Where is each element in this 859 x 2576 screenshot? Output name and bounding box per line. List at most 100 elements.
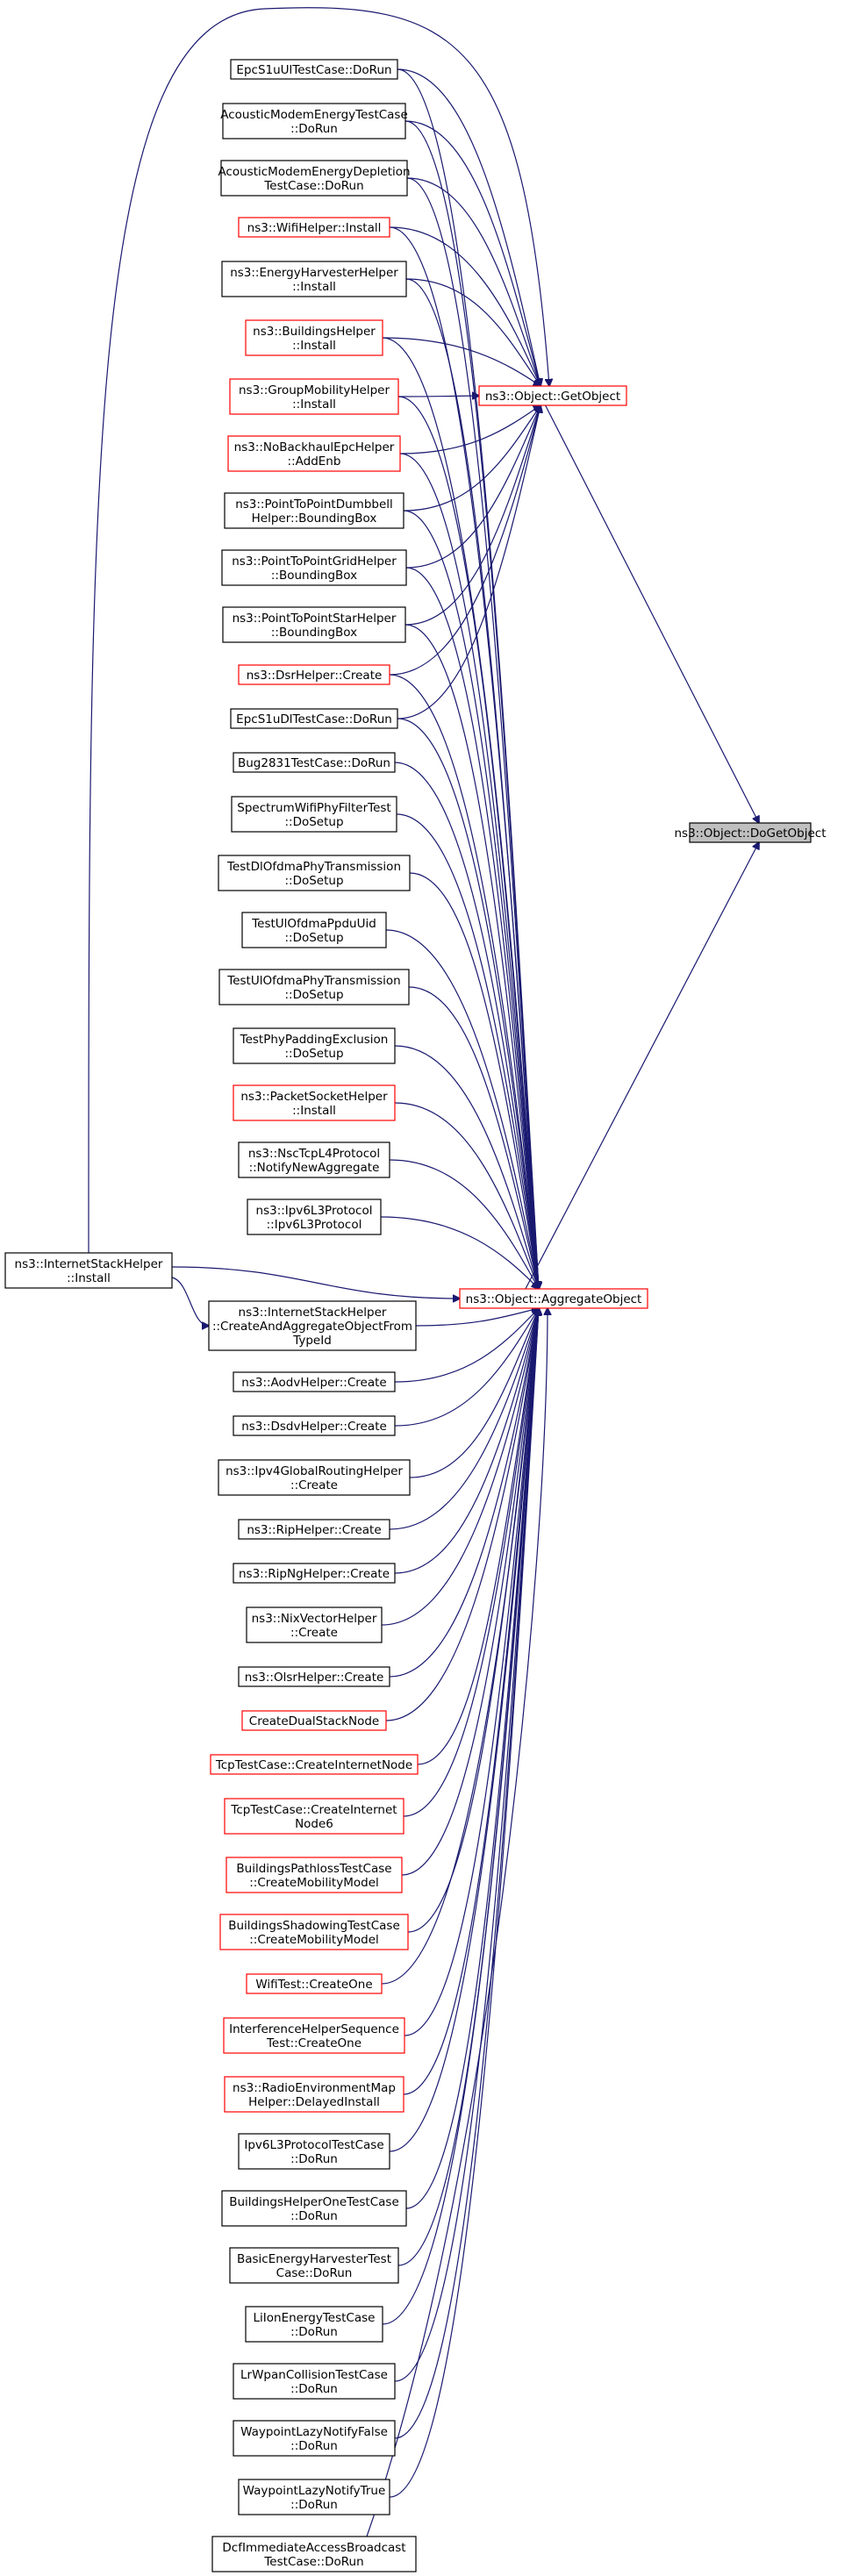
node-buildings-shadowing[interactable]: BuildingsShadowingTestCase::CreateMobili… — [219, 1914, 409, 1950]
node-acoustic-modem-energy-depletion[interactable]: AcousticModemEnergyDepletionTestCase::Do… — [218, 160, 411, 197]
node-interference-helper[interactable]: InterferenceHelperSequenceTest::CreateOn… — [223, 2017, 405, 2054]
edge-create-dual-stack-node-to-aggregate-object — [385, 1308, 539, 1721]
node-wifi-test-create-one[interactable]: WifiTest::CreateOne — [246, 1973, 383, 1994]
node-box — [233, 1371, 396, 1392]
node-box — [4, 1252, 173, 1289]
node-point-to-point-star[interactable]: ns3::PointToPointStarHelper::BoundingBox — [222, 606, 406, 643]
node-label: ns3::DsrHelper::Create — [247, 669, 383, 683]
edge-group-mobility-helper-to-aggregate-object — [397, 396, 539, 1289]
node-do-get-object[interactable]: ns3::Object::DoGetObject — [674, 822, 827, 843]
node-label: ns3::RipHelper::Create — [247, 1523, 381, 1537]
node-dcf-immediate-access[interactable]: DcfImmediateAccessBroadcastTestCase::DoR… — [211, 2536, 417, 2572]
edge-ipv4-global-routing-to-aggregate-object — [409, 1308, 539, 1478]
edge-epc-s1u-ul-do-run-to-aggregate-object — [397, 68, 539, 1289]
node-box — [233, 1084, 396, 1121]
edge-radio-environment-map-to-aggregate-object — [403, 1308, 539, 2095]
node-box — [238, 664, 390, 685]
node-epc-s1u-ul-do-run[interactable]: EpcS1uUlTestCase::DoRun — [230, 59, 398, 80]
node-label: ::DoRun — [290, 2382, 338, 2396]
node-tcp-create-internet-node[interactable]: TcpTestCase::CreateInternetNode — [210, 1754, 419, 1775]
node-aodv-helper[interactable]: ns3::AodvHelper::Create — [233, 1371, 396, 1392]
node-label: TestDlOfdmaPhyTransmission — [226, 860, 401, 874]
node-wifi-helper-install[interactable]: ns3::WifiHelper::Install — [238, 217, 390, 238]
edge-dcf-immediate-access-to-aggregate-object — [366, 1308, 548, 2537]
node-label: ::DoRun — [290, 2325, 338, 2339]
node-test-dl-ofdma[interactable]: TestDlOfdmaPhyTransmission::DoSetup — [218, 855, 411, 891]
node-test-ul-ofdma-phy[interactable]: TestUlOfdmaPhyTransmission::DoSetup — [218, 969, 410, 1005]
edge-point-to-point-grid-to-aggregate-object — [405, 567, 539, 1289]
node-buildings-helper-one[interactable]: BuildingsHelperOneTestCase::DoRun — [221, 2190, 407, 2227]
node-waypoint-lazy-false[interactable]: WaypointLazyNotifyFalse::DoRun — [233, 2420, 396, 2457]
node-waypoint-lazy-true[interactable]: WaypointLazyNotifyTrue::DoRun — [238, 2479, 390, 2515]
node-acoustic-modem-energy[interactable]: AcousticModemEnergyTestCase::DoRun — [220, 103, 408, 140]
edge-energy-harvester-helper-to-get-object — [405, 278, 540, 386]
node-label: ns3::GroupMobilityHelper — [239, 383, 390, 397]
node-label: TestPhyPaddingExclusion — [240, 1033, 389, 1047]
node-label: ns3::Object::DoGetObject — [674, 826, 826, 841]
edge-dsdv-helper-to-aggregate-object — [394, 1308, 539, 1427]
node-label: Case::DoRun — [276, 2266, 353, 2280]
node-buildings-pathloss[interactable]: BuildingsPathlossTestCase::CreateMobilit… — [225, 1857, 403, 1893]
node-buildings-helper[interactable]: ns3::BuildingsHelper::Install — [245, 319, 383, 356]
node-aggregate-object[interactable]: ns3::Object::AggregateObject — [459, 1288, 648, 1309]
node-group-mobility-helper[interactable]: ns3::GroupMobilityHelper::Install — [229, 378, 399, 415]
node-box — [233, 752, 396, 773]
node-label: ::CreateMobilityModel — [249, 1933, 379, 1947]
node-box — [225, 1857, 403, 1893]
node-energy-harvester-helper[interactable]: ns3::EnergyHarvesterHelper::Install — [221, 261, 407, 297]
node-box — [224, 492, 404, 529]
node-nix-vector-helper[interactable]: ns3::NixVectorHelper::Create — [246, 1606, 383, 1643]
node-ipv6-l3-protocol-test[interactable]: Ipv6L3ProtocolTestCase::DoRun — [238, 2133, 390, 2170]
node-packet-socket-helper[interactable]: ns3::PacketSocketHelper::Install — [233, 1084, 396, 1121]
edge-buildings-helper-one-to-aggregate-object — [405, 1308, 539, 2209]
node-label: ::Ipv6L3Protocol — [267, 1218, 362, 1232]
node-create-dual-stack-node[interactable]: CreateDualStackNode — [241, 1710, 387, 1731]
node-bug2831[interactable]: Bug2831TestCase::DoRun — [233, 752, 396, 773]
node-epc-s1u-dl-do-run[interactable]: EpcS1uDlTestCase::DoRun — [230, 708, 398, 729]
node-dsdv-helper[interactable]: ns3::DsdvHelper::Create — [233, 1415, 396, 1436]
node-label: ::DoSetup — [284, 815, 343, 829]
node-spectrum-wifi-phy-filter[interactable]: SpectrumWifiPhyFilterTest::DoSetup — [231, 796, 397, 833]
node-box — [689, 822, 812, 843]
node-rip-ng-helper[interactable]: ns3::RipNgHelper::Create — [233, 1563, 396, 1584]
node-box — [459, 1288, 648, 1309]
node-create-and-aggregate[interactable]: ns3::InternetStackHelper::CreateAndAggre… — [208, 1300, 417, 1351]
node-li-ion-energy[interactable]: LiIonEnergyTestCase::DoRun — [245, 2306, 383, 2343]
node-label: ns3::Object::AggregateObject — [466, 1292, 642, 1306]
node-radio-environment-map[interactable]: ns3::RadioEnvironmentMapHelper::DelayedI… — [224, 2076, 404, 2113]
node-dsr-helper-create[interactable]: ns3::DsrHelper::Create — [238, 664, 390, 685]
node-ipv6-l3-protocol-ctor[interactable]: ns3::Ipv6L3Protocol::Ipv6L3Protocol — [247, 1199, 382, 1235]
node-box — [238, 217, 390, 238]
node-ipv4-global-routing[interactable]: ns3::Ipv4GlobalRoutingHelper::Create — [218, 1459, 411, 1496]
node-point-to-point-grid[interactable]: ns3::PointToPointGridHelper::BoundingBox — [221, 549, 407, 586]
node-label: ns3::PointToPointGridHelper — [232, 555, 397, 569]
node-test-phy-padding[interactable]: TestPhyPaddingExclusion::DoSetup — [233, 1027, 396, 1064]
edge-wifi-helper-install-to-get-object — [389, 226, 540, 386]
node-label: ::NotifyNewAggregate — [249, 1161, 380, 1175]
node-no-backhaul-epc-helper[interactable]: ns3::NoBackhaulEpcHelper::AddEnb — [227, 435, 401, 472]
node-label: Helper::BoundingBox — [252, 512, 377, 526]
node-lr-wpan-collision[interactable]: LrWpanCollisionTestCase::DoRun — [233, 2363, 396, 2400]
edge-test-ul-ofdma-phy-to-aggregate-object — [408, 986, 539, 1289]
node-point-to-point-dumbbell[interactable]: ns3::PointToPointDumbbellHelper::Boundin… — [224, 492, 404, 529]
node-box — [222, 103, 406, 140]
node-test-ul-ofdma-ppdu-uid[interactable]: TestUlOfdmaPpduUid::DoSetup — [241, 912, 387, 948]
node-label: BuildingsHelperOneTestCase — [229, 2195, 399, 2209]
node-label: ns3::PointToPointStarHelper — [233, 612, 397, 626]
edges-layer — [88, 7, 759, 2537]
node-olsr-helper[interactable]: ns3::OlsrHelper::Create — [238, 1666, 390, 1687]
node-nsc-tcp-l4-protocol[interactable]: ns3::NscTcpL4Protocol::NotifyNewAggregat… — [238, 1141, 390, 1178]
edge-energy-harvester-helper-to-aggregate-object — [405, 278, 539, 1289]
node-box — [220, 160, 408, 197]
node-label: BasicEnergyHarvesterTest — [237, 2252, 391, 2266]
node-box — [245, 2306, 383, 2343]
node-rip-helper[interactable]: ns3::RipHelper::Create — [238, 1519, 390, 1540]
node-label: WaypointLazyNotifyFalse — [240, 2425, 388, 2439]
node-get-object[interactable]: ns3::Object::GetObject — [478, 385, 627, 406]
node-label: ::BoundingBox — [271, 626, 357, 640]
node-internet-stack-helper-install[interactable]: ns3::InternetStackHelper::Install — [4, 1252, 173, 1289]
node-box — [230, 59, 398, 80]
